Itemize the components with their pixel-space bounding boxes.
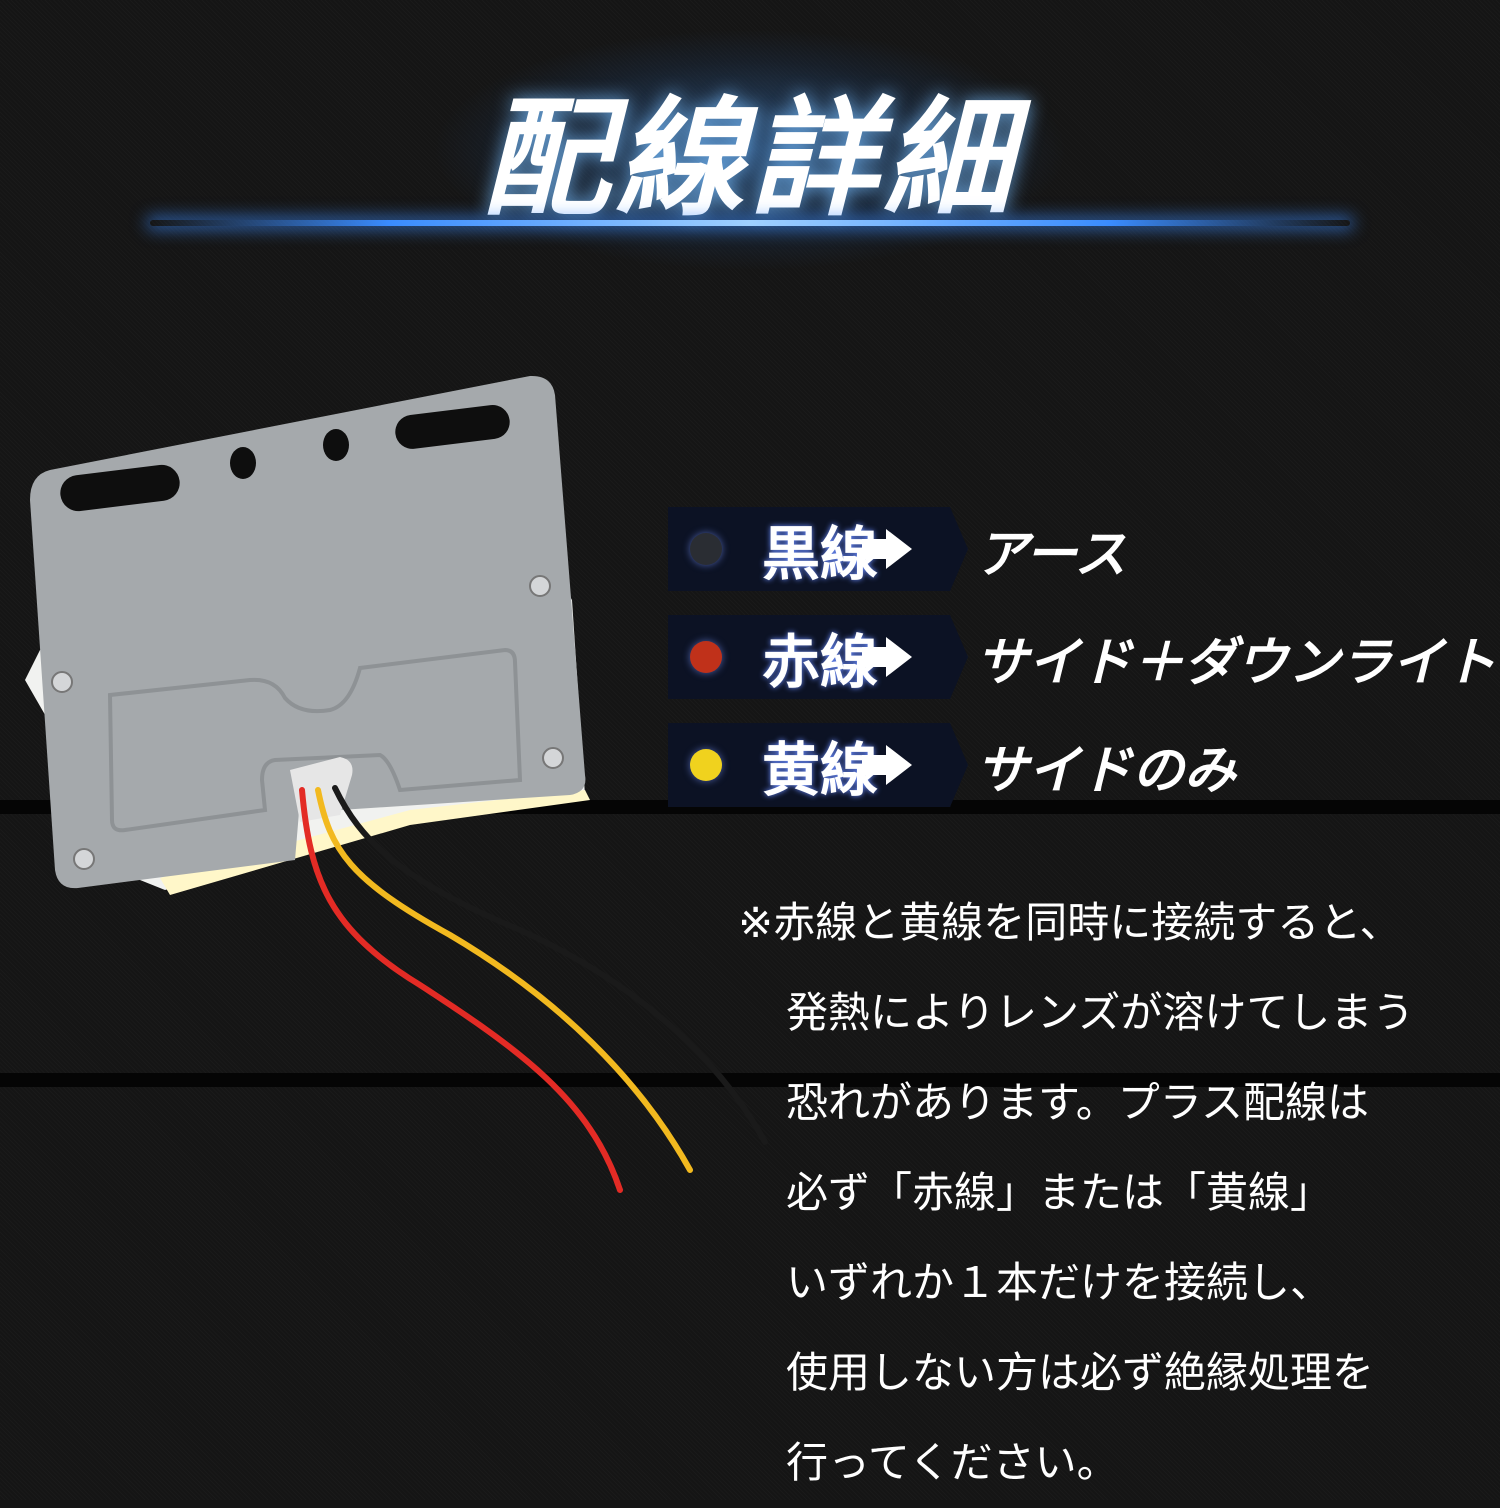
wire-tag: 黒線: [668, 507, 968, 591]
wire-function: サイド＋ダウンライト: [976, 632, 1497, 693]
wire-tag: 赤線: [668, 615, 968, 699]
wire-label: 黄線: [762, 736, 879, 804]
wire-function: サイドのみ: [976, 740, 1237, 801]
arrow-right-icon: [862, 637, 913, 677]
red-dot-icon: [690, 641, 722, 673]
wire-function: アース: [976, 524, 1127, 585]
yellow-dot-icon: [690, 749, 722, 781]
title-underline-glow: [150, 220, 1350, 226]
note-line: 使用しない方は必ず絶縁処理を: [786, 1348, 1375, 1397]
wire-tag: 黄線: [668, 723, 968, 807]
note-line: 行ってください。: [786, 1438, 1119, 1487]
caution-note: ※赤線と黄線を同時に接続すると、 発熱によりレンズが溶けてしまう 恐れがあります…: [738, 878, 1414, 1508]
note-line: いずれか１本だけを接続し、: [786, 1258, 1333, 1307]
arrow-right-icon: [862, 745, 913, 785]
note-line: 必ず「赤線」または「黄線」: [786, 1168, 1333, 1217]
legend-row-red: 赤線 サイド＋ダウンライト: [668, 603, 1496, 711]
wire-label: 赤線: [762, 628, 879, 696]
legend-row-black: 黒線 アース: [668, 495, 1496, 603]
wire-legend: 黒線 アース 赤線 サイド＋ダウンライト 黄線 サイドのみ: [668, 495, 1496, 819]
wire-label: 黒線: [762, 520, 879, 588]
note-line: ※赤線と黄線を同時に接続すると、: [738, 898, 1402, 947]
note-line: 発熱によりレンズが溶けてしまう: [786, 988, 1415, 1037]
black-dot-icon: [690, 533, 722, 565]
arrow-right-icon: [862, 529, 913, 569]
legend-row-yellow: 黄線 サイドのみ: [668, 711, 1496, 819]
background-band: [0, 1073, 1500, 1087]
page-title: 配線詳細: [481, 85, 1018, 234]
note-line: 恐れがあります。プラス配線は: [786, 1078, 1369, 1127]
led-lamp-product-image: [25, 375, 768, 1193]
